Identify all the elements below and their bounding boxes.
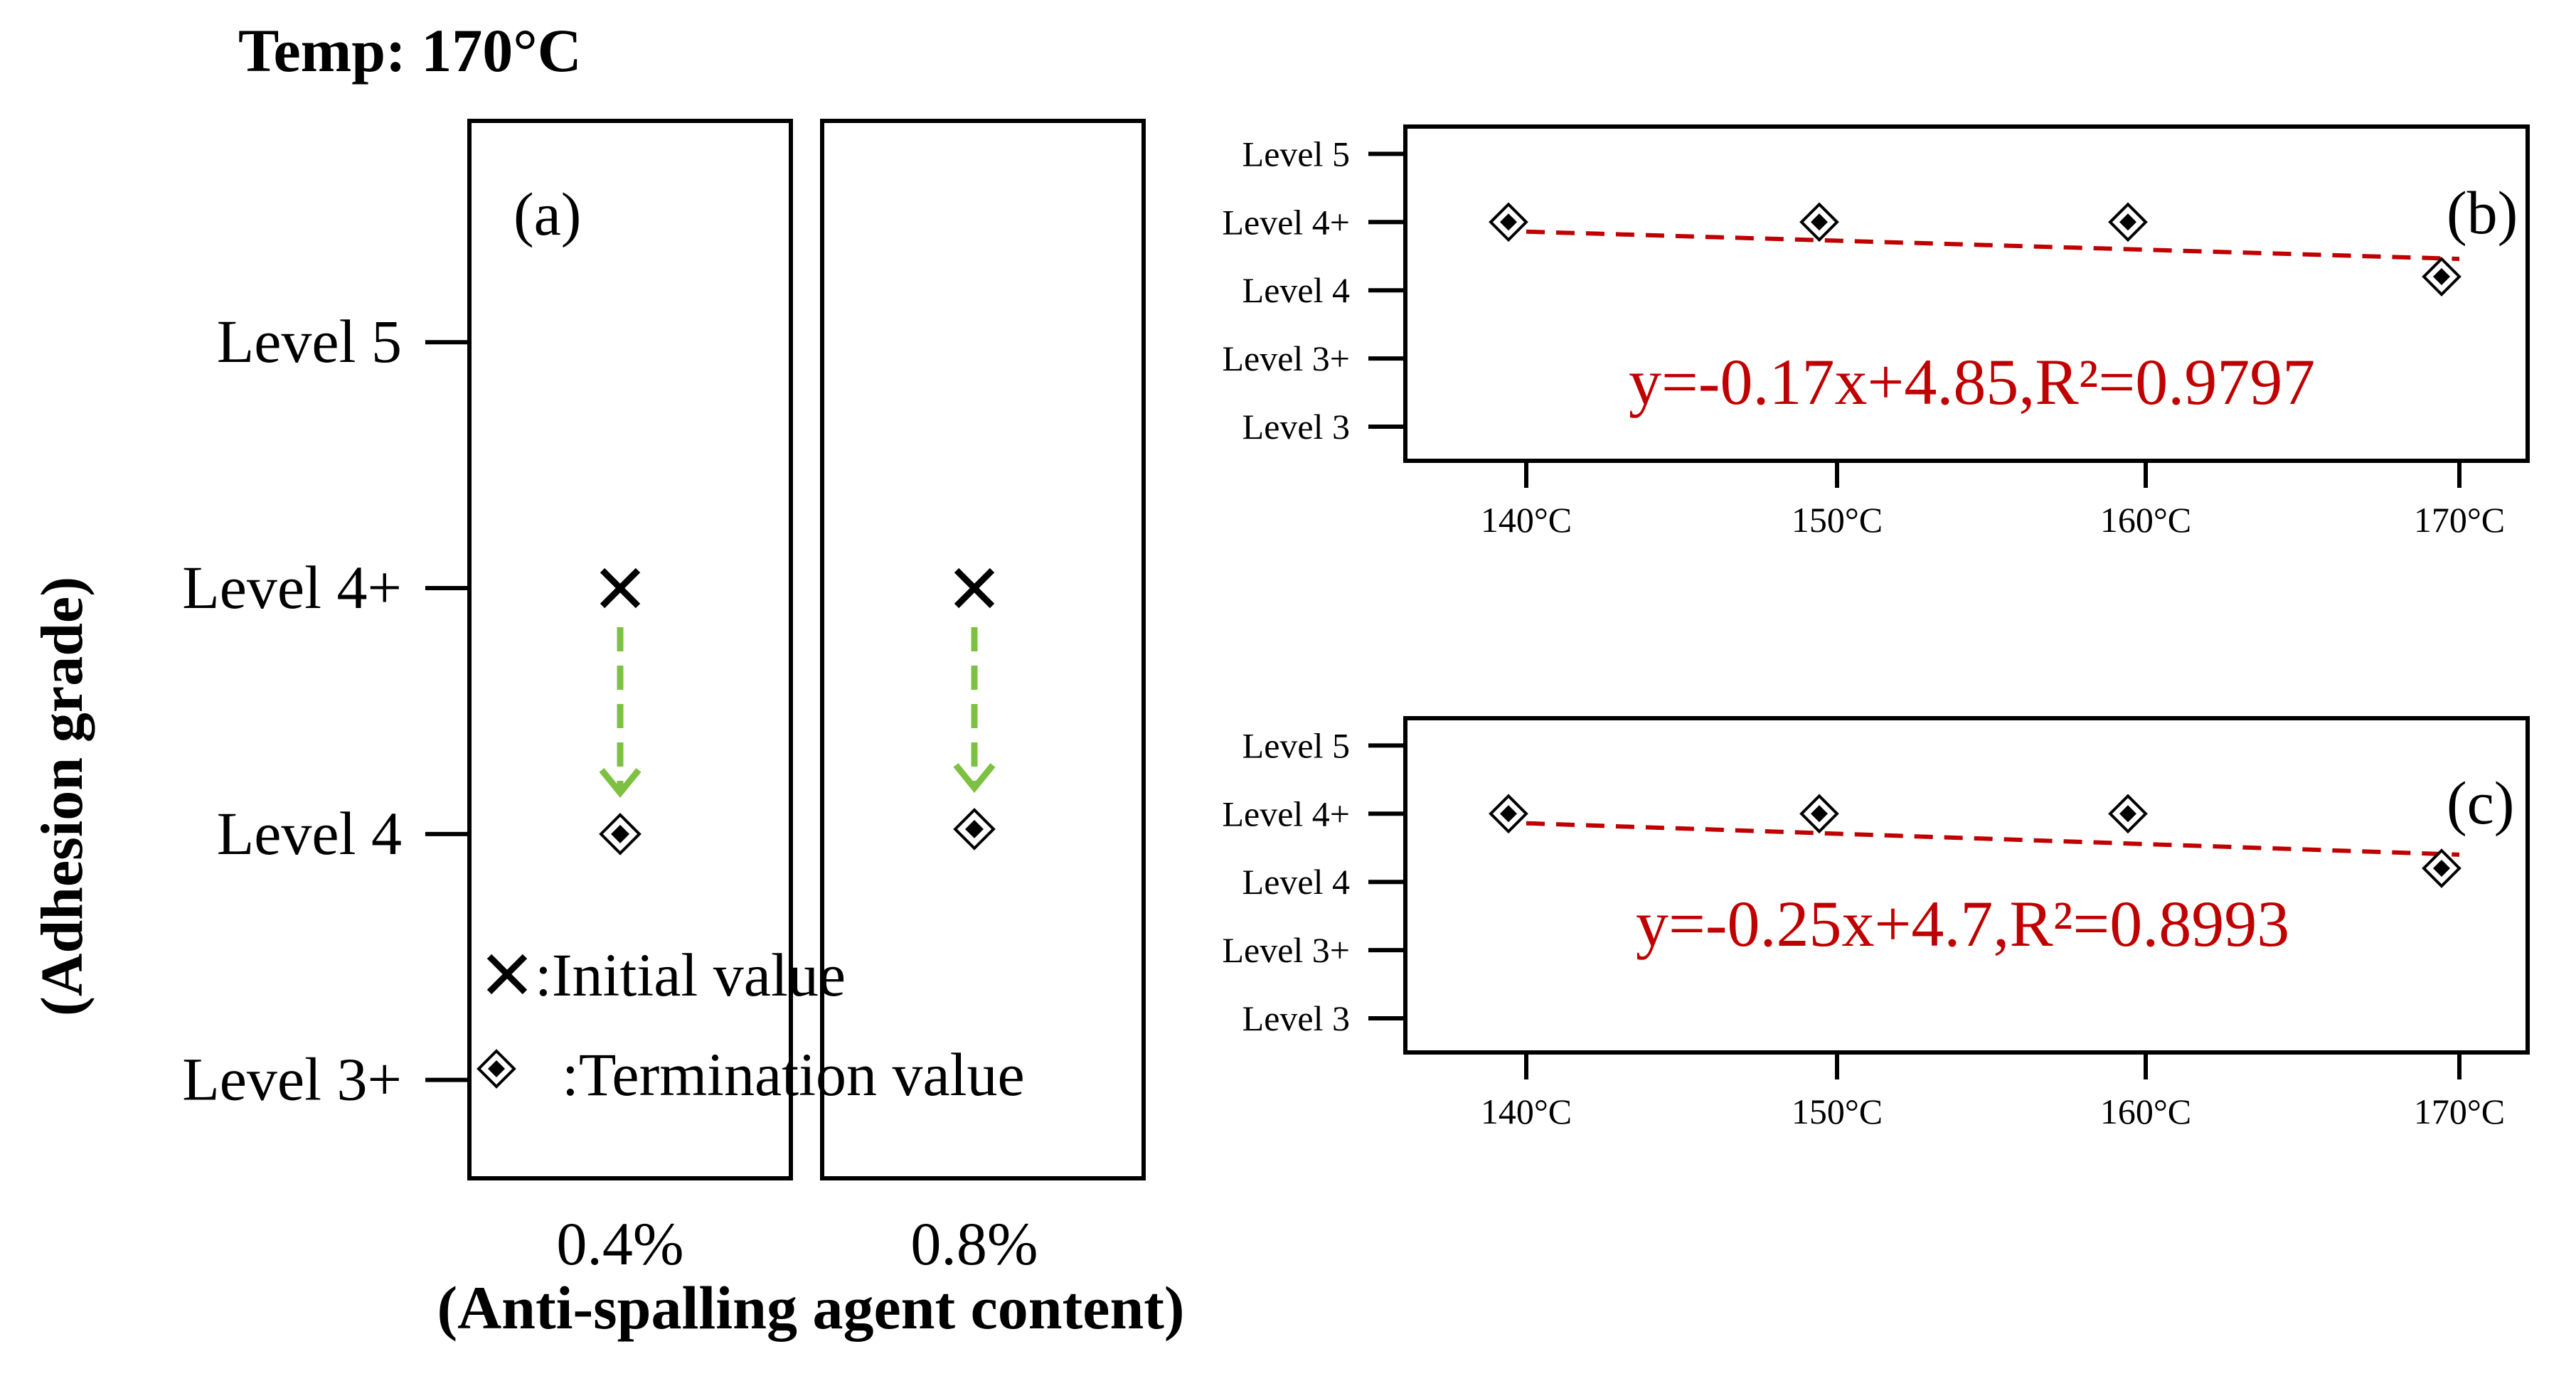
y-tick-label: Level 3 (1242, 998, 1350, 1038)
x-axis-title: (Anti-spalling agent content) (437, 1274, 1184, 1342)
x-tick-label: 160°C (2100, 500, 2191, 540)
panel-b-marks (1489, 202, 2461, 297)
x-tick-label: 0.4% (556, 1210, 683, 1278)
panel-a-label: (a) (513, 180, 581, 248)
panel-c-x-axis: 140°C 150°C 160°C 170°C (1481, 1052, 2505, 1131)
panel-a-arrows (599, 627, 996, 798)
initial-marker (600, 567, 641, 609)
x-tick-label: 140°C (1481, 1092, 1572, 1131)
arrow-head (953, 763, 996, 794)
panel-b-equation: y=-0.17x+4.85,R²=0.9797 (1629, 346, 2315, 418)
panel-a-x-axis: 0.4% 0.8% (556, 1210, 1038, 1278)
panel-a-frame-right (820, 119, 1146, 1180)
x-tick-label: 170°C (2414, 500, 2505, 540)
y-tick-label: Level 5 (1242, 134, 1350, 174)
data-point (2422, 257, 2461, 297)
y-tick-label: Level 4 (1242, 270, 1350, 310)
panel-a-marks (599, 567, 996, 855)
panel-b-trendline (1526, 229, 2460, 262)
panel-a-y-axis: Level 5 Level 4+ Level 4 Level 3+ (182, 307, 469, 1114)
trendline (1526, 821, 2460, 857)
x-tick-label: 0.8% (910, 1210, 1038, 1278)
y-tick-label: Level 3 (1242, 407, 1350, 447)
initial-marker (954, 567, 995, 609)
y-tick-label: Level 4 (1242, 862, 1350, 902)
panel-a-frame-left (467, 119, 793, 1180)
legend-initial-marker (486, 954, 528, 995)
panel-b-y-axis: Level 5 Level 4+ Level 4 Level 3+ Level 3 (1222, 134, 1404, 447)
x-tick-label: 140°C (1481, 500, 1572, 540)
panel-c-frame (1403, 716, 2530, 1055)
panel-c-equation: y=-0.25x+4.7,R²=0.8993 (1636, 887, 2289, 960)
data-point (2108, 794, 2148, 834)
temp-label: Temp: 170°C (238, 16, 582, 85)
legend-termination-marker (477, 1049, 516, 1089)
trendline (1526, 229, 2460, 262)
panel-c-y-axis: Level 5 Level 4+ Level 4 Level 3+ Level 3 (1222, 725, 1404, 1038)
y-tick-label: Level 4 (217, 799, 402, 868)
y-tick-label: Level 4+ (182, 553, 402, 622)
y-tick-label: Level 4+ (1222, 202, 1350, 242)
y-tick-label: Level 3+ (182, 1045, 402, 1114)
panel-b-frame (1403, 124, 2530, 463)
termination-marker (599, 813, 642, 855)
y-tick-label: Level 3+ (1222, 930, 1350, 970)
x-tick-label: 150°C (1792, 1092, 1883, 1131)
data-point (1489, 202, 1528, 242)
arrow-head (599, 768, 642, 798)
data-point (1799, 794, 1839, 834)
panel-b-label: (b) (2447, 178, 2518, 247)
x-tick-label: 170°C (2414, 1092, 2505, 1131)
y-tick-label: Level 5 (217, 307, 402, 375)
data-point (1489, 794, 1528, 834)
panel-c-trendline (1526, 821, 2460, 857)
panel-c-marks (1489, 794, 2461, 888)
legend-termination-label: :Termination value (562, 1040, 1025, 1109)
x-tick-label: 150°C (1792, 500, 1883, 540)
termination-marker (953, 808, 996, 850)
data-point (1799, 202, 1839, 242)
legend: :Initial value :Termination value (477, 941, 1025, 1109)
legend-initial-label: :Initial value (535, 941, 846, 1009)
x-tick-label: 160°C (2100, 1092, 2191, 1131)
panel-c-label: (c) (2447, 769, 2514, 837)
y-tick-label: Level 5 (1242, 725, 1350, 765)
y-tick-label: Level 4+ (1222, 794, 1350, 833)
panel-b-x-axis: 140°C 150°C 160°C 170°C (1481, 461, 2505, 540)
y-tick-label: Level 3+ (1222, 338, 1350, 378)
data-point (2422, 848, 2461, 888)
data-point (2108, 202, 2148, 242)
y-axis-title: (Adhesion grade) (29, 577, 95, 1016)
